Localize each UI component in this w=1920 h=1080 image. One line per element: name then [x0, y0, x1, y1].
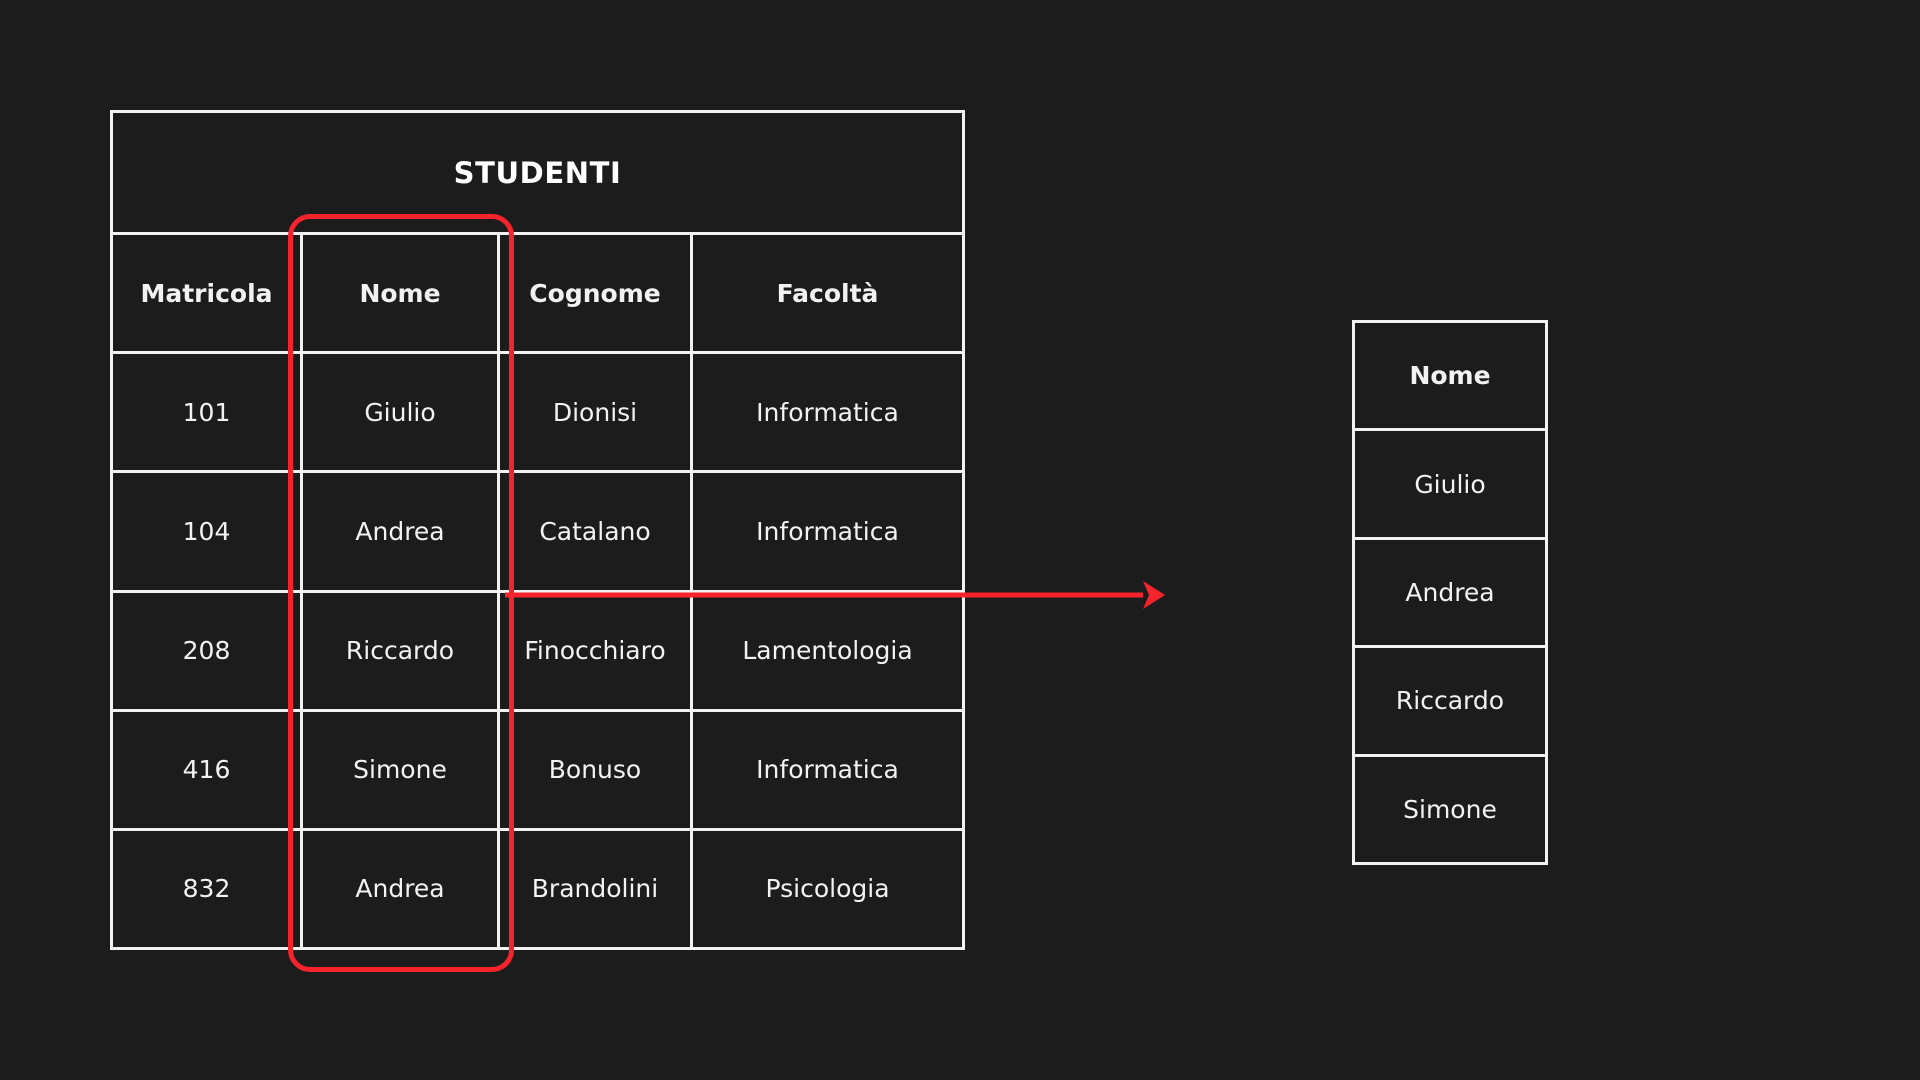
result-list-item: Riccardo	[1355, 648, 1545, 757]
cell-nome: Andrea	[303, 830, 500, 948]
cell-nome: Riccardo	[303, 592, 500, 709]
cell-facolta: Informatica	[756, 755, 899, 785]
cell-facolta: Psicologia	[765, 874, 890, 904]
result-list-item: Giulio	[1355, 431, 1545, 540]
table-row: 208 Riccardo Finocchiaro Lamentologia	[113, 592, 962, 712]
cell-matricola: 104	[113, 473, 303, 590]
table-row: 832 Andrea Brandolini Psicologia	[113, 830, 962, 948]
result-column-header-nome: Nome	[1355, 323, 1545, 432]
cell-facolta: Informatica	[756, 516, 899, 546]
cell-matricola: 101	[113, 354, 303, 471]
cell-nome: Giulio	[303, 354, 500, 471]
result-list-item: Simone	[1403, 794, 1497, 824]
cell-matricola: 416	[113, 711, 303, 828]
cell-cognome: Dionisi	[500, 354, 693, 471]
source-table-title-row: STUDENTI	[113, 113, 962, 235]
column-header-facolta[interactable]: Facoltà	[776, 278, 879, 308]
source-table-header-row: Matricola Nome Cognome Facoltà	[113, 235, 962, 355]
table-row: 101 Giulio Dionisi Informatica	[113, 354, 962, 474]
cell-cognome: Bonuso	[500, 711, 693, 828]
column-header-nome[interactable]: Nome	[303, 235, 500, 352]
cell-facolta: Informatica	[756, 397, 899, 427]
source-table: STUDENTI Matricola Nome Cognome Facoltà …	[110, 110, 965, 950]
cell-nome: Andrea	[303, 473, 500, 590]
cell-nome: Simone	[303, 711, 500, 828]
source-table-title: STUDENTI	[453, 155, 622, 190]
table-row: 104 Andrea Catalano Informatica	[113, 473, 962, 593]
result-table: Nome Giulio Andrea Riccardo Simone	[1352, 320, 1548, 865]
cell-cognome: Catalano	[500, 473, 693, 590]
cell-matricola: 832	[113, 830, 303, 948]
cell-facolta: Lamentologia	[742, 636, 913, 666]
cell-matricola: 208	[113, 592, 303, 709]
cell-cognome: Brandolini	[500, 830, 693, 948]
column-header-matricola[interactable]: Matricola	[113, 235, 303, 352]
result-list-item: Andrea	[1355, 540, 1545, 649]
table-row: 416 Simone Bonuso Informatica	[113, 711, 962, 831]
column-header-cognome[interactable]: Cognome	[500, 235, 693, 352]
cell-cognome: Finocchiaro	[500, 592, 693, 709]
